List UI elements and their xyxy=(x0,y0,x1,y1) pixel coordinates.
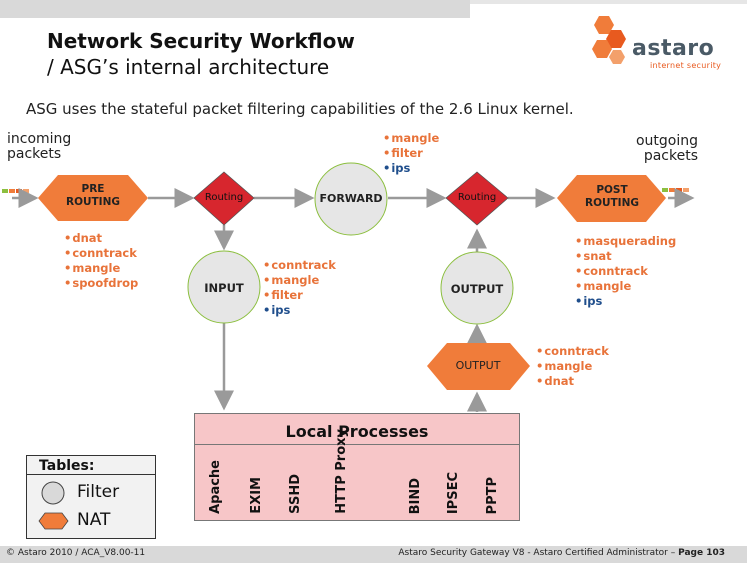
list-item: conntrack xyxy=(263,258,336,273)
legend-title: Tables: xyxy=(39,458,95,474)
routing-right-diamond xyxy=(445,171,509,226)
divider xyxy=(27,474,155,475)
prerouting-nat-hexagon xyxy=(38,175,148,221)
tables-legend: Tables: Filter NAT xyxy=(26,455,156,539)
list-item: dnat xyxy=(536,374,609,389)
incoming-packet-icon xyxy=(2,189,29,193)
header-bar-right xyxy=(470,0,747,4)
postrouting-chain-list: masquerading snat conntrack mangle ips xyxy=(575,234,676,309)
local-processes-title: Local Processes xyxy=(285,422,429,441)
input-label: INPUT xyxy=(204,281,244,295)
output-filter-label: OUTPUT xyxy=(450,282,504,296)
process-http-proxy: HTTP Proxy xyxy=(334,429,349,514)
list-item: filter xyxy=(263,288,336,303)
list-item: mangle xyxy=(383,131,439,146)
local-processes-box: Local Processes Apache EXIM SSHD HTTP Pr… xyxy=(194,413,520,521)
header-bar xyxy=(0,0,470,18)
nat-hexagon-icon xyxy=(38,512,69,530)
input-filter-circle xyxy=(187,250,261,324)
logo-wordmark: astaro xyxy=(632,36,715,61)
process-apache: Apache xyxy=(208,460,223,514)
postrouting-nat-hexagon xyxy=(557,175,666,222)
forward-label: FORWARD xyxy=(319,192,383,205)
list-item: spoofdrop xyxy=(64,276,138,291)
output-nat-label: OUTPUT xyxy=(455,359,501,372)
process-ipsec: IPSEC xyxy=(446,471,461,514)
page-subtitle: / ASG’s internal architecture xyxy=(47,55,330,79)
routing-left-diamond xyxy=(193,171,255,226)
input-chain-list: conntrack mangle filter ips xyxy=(263,258,336,318)
list-item: masquerading xyxy=(575,234,676,249)
list-item: snat xyxy=(575,249,676,264)
legend-nat-label: NAT xyxy=(77,510,111,530)
list-item: ips xyxy=(383,161,439,176)
page-number: Page 103 xyxy=(678,548,725,558)
forward-filter-circle xyxy=(314,162,388,236)
prerouting-chain-list: dnat conntrack mangle spoofdrop xyxy=(64,231,138,291)
list-item: mangle xyxy=(536,359,609,374)
list-item: conntrack xyxy=(536,344,609,359)
list-item: dnat xyxy=(64,231,138,246)
process-sshd: SSHD xyxy=(288,474,303,514)
process-exim: EXIM xyxy=(249,477,264,514)
legend-filter-label: Filter xyxy=(77,482,120,502)
divider xyxy=(195,444,519,445)
filter-circle-icon xyxy=(41,481,65,505)
list-item: mangle xyxy=(64,261,138,276)
astaro-logo-icon xyxy=(592,16,626,64)
intro-text: ASG uses the stateful packet filtering c… xyxy=(26,100,574,118)
process-bind: BIND xyxy=(408,477,423,514)
routing-right-label: Routing xyxy=(457,192,497,203)
footer-copyright: © Astaro 2010 / ACA_V8.00-11 xyxy=(6,548,146,558)
logo-tagline: internet security xyxy=(650,61,722,70)
forward-chain-list: mangle filter ips xyxy=(383,131,439,176)
page-title: Network Security Workflow xyxy=(47,29,355,53)
list-item: mangle xyxy=(263,273,336,288)
list-item: conntrack xyxy=(64,246,138,261)
footer-bar xyxy=(0,546,747,563)
footer-info: Astaro Security Gateway V8 - Astaro Cert… xyxy=(398,548,725,558)
list-item: filter xyxy=(383,146,439,161)
process-pptp: PPTP xyxy=(485,476,500,514)
list-item: mangle xyxy=(575,279,676,294)
list-item: conntrack xyxy=(575,264,676,279)
output-nat-chain-list: conntrack mangle dnat xyxy=(536,344,609,389)
routing-left-label: Routing xyxy=(204,192,244,203)
outgoing-packet-icon xyxy=(662,188,689,192)
list-item: ips xyxy=(575,294,676,309)
list-item: ips xyxy=(263,303,336,318)
output-nat-hexagon xyxy=(427,343,530,390)
output-filter-circle xyxy=(440,251,514,325)
